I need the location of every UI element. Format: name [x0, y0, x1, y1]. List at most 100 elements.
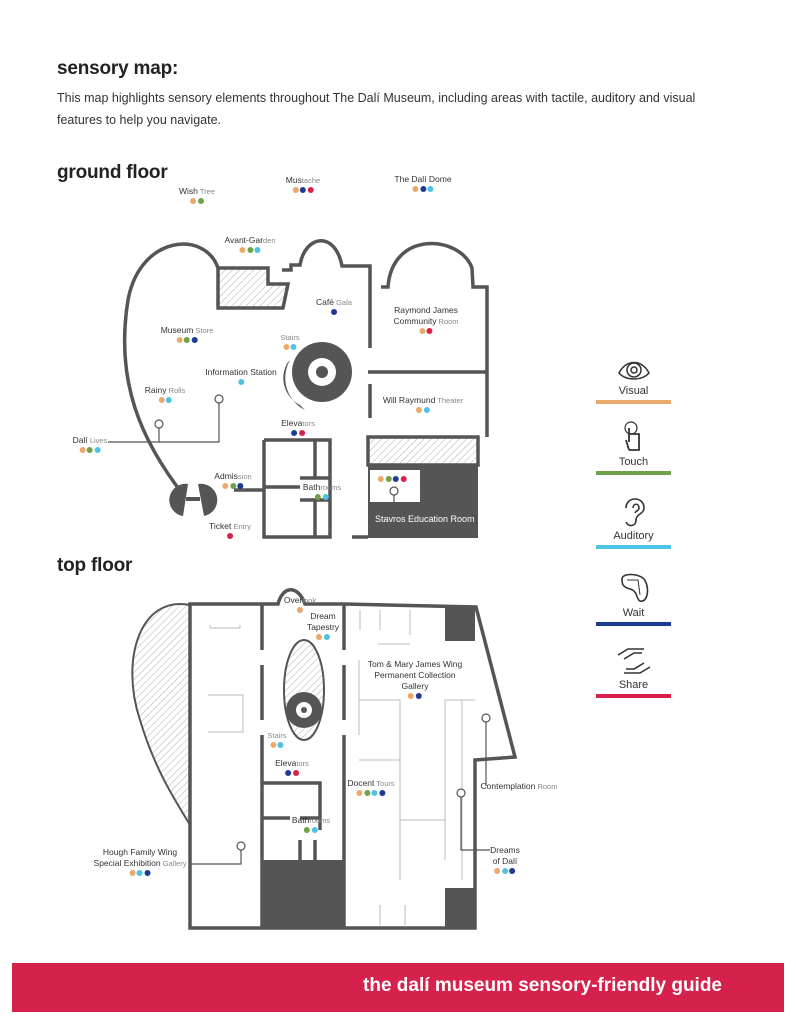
sensory-dots: [224, 247, 275, 253]
label-suffix: Gala: [334, 298, 352, 307]
visual-dot: [222, 483, 229, 489]
visual-dot: [292, 187, 299, 193]
map-label: Contemplation Room: [481, 781, 558, 792]
legend-visual: Visual: [596, 355, 671, 404]
visual-dot: [408, 693, 415, 699]
legend-bar-touch: [596, 471, 671, 475]
legend-bar-wait: [596, 622, 671, 626]
map-label: Wish Tree: [179, 186, 215, 204]
visual-dot: [356, 790, 363, 796]
sensory-dots: [383, 407, 463, 413]
sensory-dots: [292, 827, 330, 833]
map-label: Bathrooms: [303, 482, 341, 500]
share-dot: [307, 187, 314, 193]
sensory-dots: [145, 397, 186, 403]
auditory-dot: [322, 494, 329, 500]
touch-dot: [197, 198, 204, 204]
auditory-dot: [423, 407, 430, 413]
auditory-dot: [165, 397, 172, 403]
label-suffix: Lives: [87, 436, 108, 445]
label-suffix: Entry: [231, 522, 251, 531]
map-label: Mustache: [286, 175, 320, 193]
eye-icon: [617, 361, 650, 380]
visual-dot: [190, 198, 197, 204]
label-name: Rainy: [144, 385, 167, 395]
ground-door: [169, 483, 218, 516]
label-name: Permanent Collection: [374, 670, 456, 680]
map-label: Overlook: [284, 595, 316, 613]
label-name: Raymond James: [394, 305, 458, 315]
visual-dot: [176, 337, 183, 343]
hand-touch-icon: [623, 421, 640, 451]
visual-dot: [129, 870, 136, 876]
map-label: [377, 475, 407, 482]
label-suffix: tache: [301, 176, 321, 185]
share-dot: [426, 328, 433, 334]
sensory-dots: [284, 607, 316, 613]
label-name: Eleva: [281, 418, 303, 428]
map-label: Elevators: [281, 418, 315, 436]
label-name: Wish: [179, 186, 198, 196]
label-suffix: Room: [436, 317, 459, 326]
auditory-dot: [501, 868, 508, 874]
label-suffix: Stairs: [280, 333, 300, 342]
wait-dot: [291, 430, 298, 436]
visual-dot: [79, 447, 86, 453]
sensory-dots: [205, 379, 276, 385]
sensory-dots: [377, 476, 407, 482]
ear-icon: [624, 498, 645, 527]
wait-dot: [331, 309, 337, 315]
touch-dot: [364, 790, 371, 796]
legend-share: Share: [596, 645, 671, 698]
map-label: Café Gala: [316, 297, 352, 315]
wait-path-icon: [620, 573, 648, 602]
map-label: Will Raymund Theater: [383, 395, 463, 413]
auditory-dot: [311, 827, 318, 833]
top-floor-title: top floor: [57, 555, 133, 576]
legend-touch: Touch: [596, 420, 671, 475]
label-suffix: Stairs: [267, 731, 287, 740]
label-suffix: rooms: [309, 816, 331, 825]
legend-auditory: Auditory: [596, 494, 671, 549]
sensory-dots: [316, 309, 352, 315]
visual-dot: [412, 186, 419, 192]
wait-dot: [415, 693, 422, 699]
sensory-dots: [275, 770, 309, 776]
ground-floor-title: ground floor: [57, 162, 168, 183]
map-label: Museum Store: [161, 325, 213, 343]
label-suffix: Tree: [197, 187, 215, 196]
label-suffix: Gallery: [160, 859, 187, 868]
label-name: Café: [316, 297, 335, 307]
auditory-dot: [427, 186, 434, 192]
share-dot: [292, 770, 299, 776]
touch-dot: [87, 447, 93, 453]
share-dot: [400, 476, 407, 482]
auditory-dot: [237, 379, 244, 385]
touch-dot: [315, 494, 322, 500]
label-name: Over: [283, 595, 303, 605]
label-name: Information Station: [205, 367, 277, 377]
wait-dot: [509, 868, 516, 874]
legend-bar-share: [596, 694, 671, 698]
sensory-dots: [490, 868, 520, 874]
sensory-dots: [267, 742, 286, 748]
auditory-dot: [277, 742, 284, 748]
sensory-dots: [368, 693, 462, 699]
visual-dot: [377, 476, 384, 482]
label-name: Dream: [310, 611, 336, 621]
auditory-dot: [136, 870, 143, 876]
label-name: Mus: [285, 175, 302, 185]
touch-dot: [229, 483, 236, 489]
visual-dot: [297, 607, 303, 613]
map-label: Ticket Entry: [209, 521, 251, 539]
stavros-education-room-label: Stavros Education Room: [375, 514, 475, 524]
sensory-dots: [73, 447, 108, 453]
touch-dot: [246, 247, 253, 253]
label-name: Tom & Mary James Wing: [367, 659, 463, 669]
wait-dot: [144, 870, 151, 876]
map-label: Stairs: [267, 730, 287, 748]
footer-banner: the dalí museum sensory-friendly guide: [12, 963, 784, 1012]
map-label: Admission: [214, 471, 252, 489]
